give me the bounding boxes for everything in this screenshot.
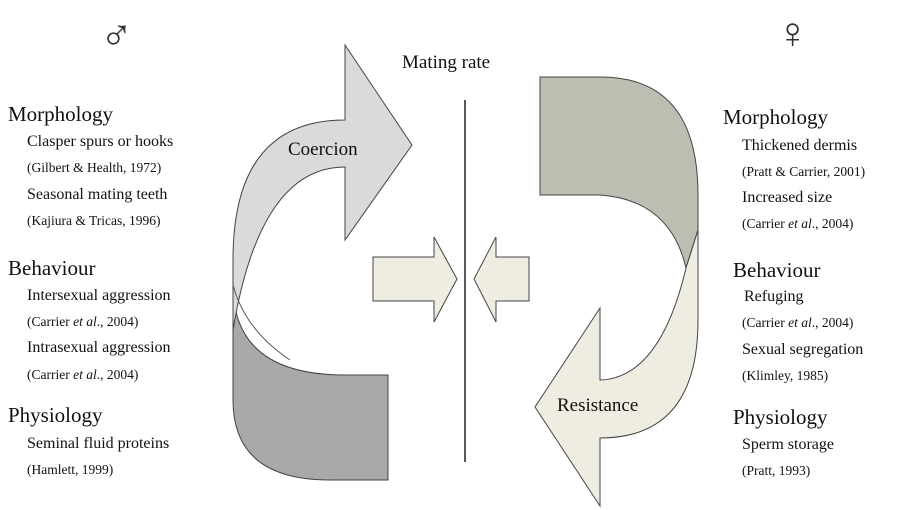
left-behaviour-citation: (Carrier et al., 2004) bbox=[27, 367, 139, 382]
center-arrow-right bbox=[372, 236, 458, 323]
female-symbol: ♀ bbox=[776, 9, 809, 58]
left-morphology-citation: (Gilbert & Health, 1972) bbox=[27, 160, 162, 175]
center-arrow-left bbox=[473, 236, 530, 323]
right-morphology-item: Increased size bbox=[742, 189, 833, 206]
left-behaviour-item: Intrasexual aggression bbox=[27, 339, 171, 356]
resistance-arrow-lower bbox=[534, 229, 699, 508]
center-title: Mating rate bbox=[402, 52, 491, 73]
left-morphology-heading: Morphology bbox=[8, 102, 113, 126]
left-behaviour-citation: (Carrier et al., 2004) bbox=[27, 314, 139, 329]
coercion-label: Coercion bbox=[288, 139, 358, 160]
right-morphology-citation: (Pratt & Carrier, 2001) bbox=[742, 164, 866, 179]
right-behaviour-citation: (Klimley, 1985) bbox=[742, 368, 829, 383]
left-behaviour-item: Intersexual aggression bbox=[27, 287, 171, 304]
left-behaviour-heading: Behaviour bbox=[8, 256, 96, 280]
right-physiology-item: Sperm storage bbox=[742, 436, 834, 453]
resistance-label: Resistance bbox=[557, 395, 639, 416]
left-morphology-item: Seasonal mating teeth bbox=[27, 186, 168, 203]
resistance-arrow-upper bbox=[539, 76, 699, 270]
right-behaviour-citation: (Carrier et al., 2004) bbox=[742, 315, 854, 330]
right-morphology-citation: (Carrier et al., 2004) bbox=[742, 216, 854, 231]
coercion-arrow-upper bbox=[232, 43, 413, 331]
left-morphology-citation: (Kajiura & Tricas, 1996) bbox=[27, 213, 161, 228]
right-morphology-heading: Morphology bbox=[723, 105, 828, 129]
coercion-arrow-lower bbox=[232, 284, 389, 481]
right-physiology-citation: (Pratt, 1993) bbox=[742, 463, 811, 478]
right-behaviour-item: Refuging bbox=[744, 288, 804, 305]
right-physiology-heading: Physiology bbox=[733, 405, 828, 429]
left-physiology-citation: (Hamlett, 1999) bbox=[27, 462, 114, 477]
right-behaviour-item: Sexual segregation bbox=[742, 341, 864, 358]
right-morphology-item: Thickened dermis bbox=[742, 137, 858, 154]
left-physiology-item: Seminal fluid proteins bbox=[27, 435, 170, 452]
male-symbol: ♂ bbox=[100, 11, 133, 60]
right-behaviour-heading: Behaviour bbox=[733, 258, 821, 282]
left-morphology-item: Clasper spurs or hooks bbox=[27, 133, 174, 150]
left-physiology-heading: Physiology bbox=[8, 403, 103, 427]
